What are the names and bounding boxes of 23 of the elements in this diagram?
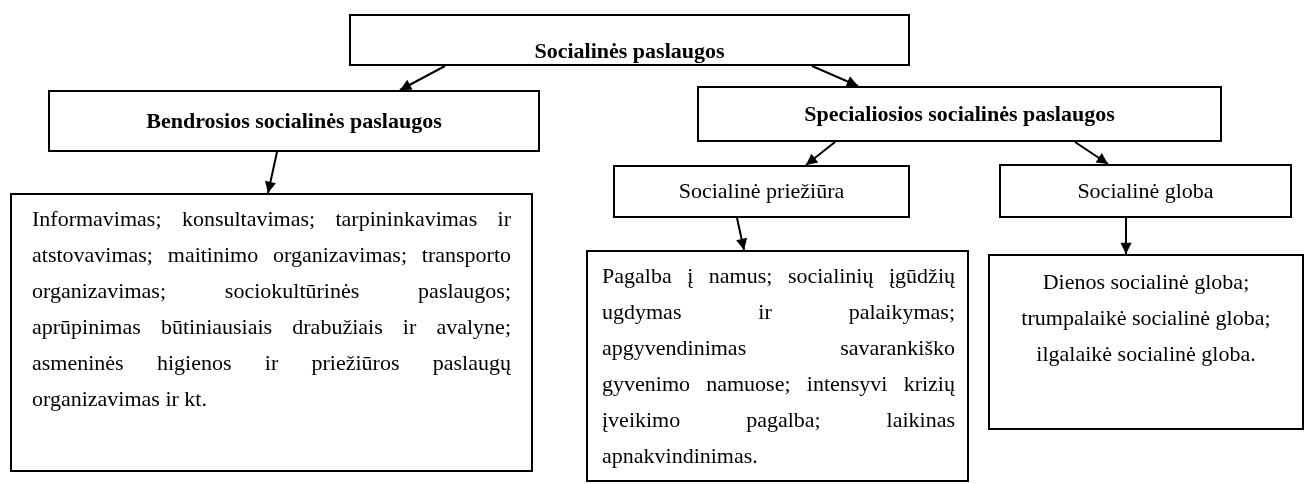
arrow — [736, 217, 748, 251]
category-box — [999, 164, 1292, 218]
body-text: Informavimas; konsultavimas; tarpininkavimas ir atstovavimas; maitinimo organizavimas; transporto organizavimas; sociokultūrinės paslaugos; aprūpinimas būtiniausiais drabužiais ir avalyne; asmeninės higienos ir priežiūros paslaugų organizavimas ir kt. — [32, 205, 511, 414]
category-box — [697, 86, 1222, 142]
content-box — [988, 254, 1304, 430]
arrow — [1120, 217, 1132, 255]
node-text: Socialinė globa — [1077, 177, 1214, 205]
arrow — [805, 141, 836, 166]
category-box — [613, 165, 910, 218]
heading-text: Specialiosios socialinės paslaugos — [804, 100, 1115, 128]
heading-text: Bendrosios socialinės paslaugos — [146, 107, 442, 135]
category-box — [48, 90, 540, 152]
category-box — [349, 14, 910, 66]
arrow — [264, 151, 278, 194]
heading-text: Socialinės paslaugos — [534, 37, 725, 64]
content-box — [586, 250, 969, 482]
arrow — [811, 65, 859, 87]
arrow — [399, 65, 446, 91]
node-text: Socialinė priežiūra — [678, 178, 845, 205]
content-box — [10, 193, 533, 472]
body-text: Pagalba į namus; socialinių įgūdžių ugdymas ir palaikymas; apgyvendinimas savarankiško gyvenimo namuose; intensyvi krizių įveikimo pagalba; laikinas apnakvindinimas. — [602, 262, 955, 471]
arrow — [1074, 141, 1109, 165]
body-text: Dienos socialinė globa; trumpalaikė socialinė globa; ilgalaikė socialinė globa. — [1020, 268, 1272, 369]
